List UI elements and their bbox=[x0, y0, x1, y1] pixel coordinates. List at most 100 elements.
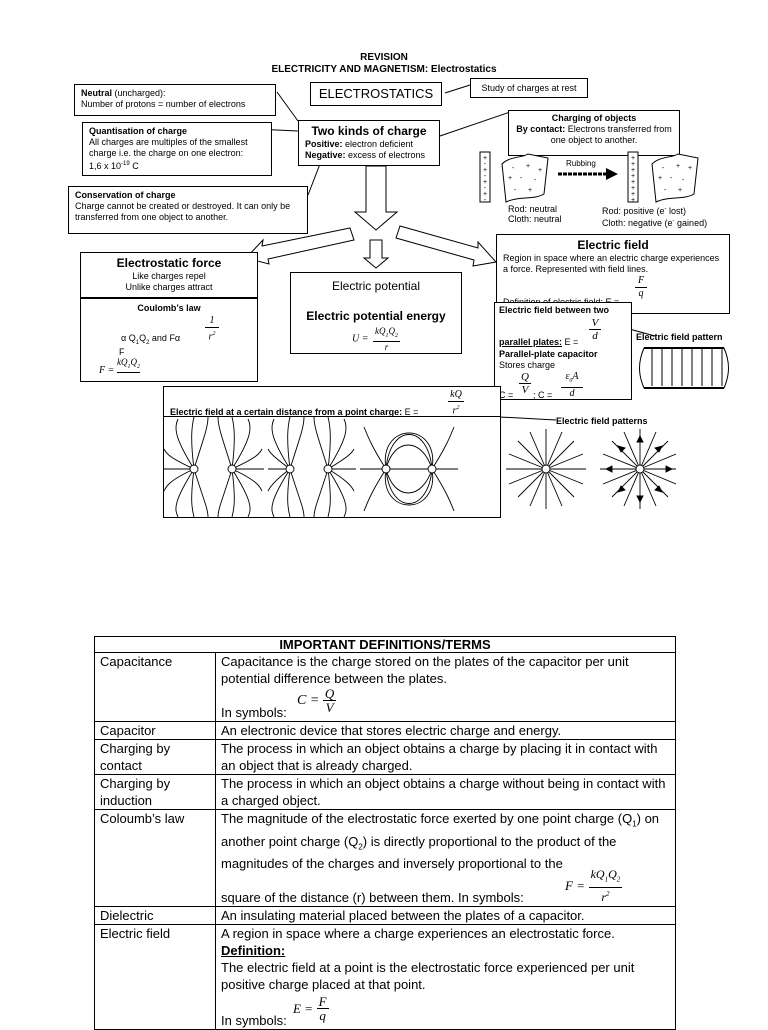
neutral-label: Neutral bbox=[81, 88, 113, 98]
svg-text:+: + bbox=[483, 179, 487, 186]
E-equals: E = bbox=[562, 337, 579, 347]
potential-energy-formula: U = kQ1Q2 r bbox=[352, 326, 400, 352]
electrostatic-force-box: Electrostatic force Like charges repel U… bbox=[80, 252, 258, 298]
rod-positive: Rod: positive (e- lost) bbox=[602, 206, 687, 216]
inverse-r2-fraction: 1 r2 bbox=[205, 315, 219, 343]
negative-text: excess of electrons bbox=[345, 150, 426, 160]
header-line-1: REVISION bbox=[360, 52, 408, 63]
svg-text:+: + bbox=[631, 179, 635, 186]
contact-label: By contact: bbox=[516, 124, 566, 134]
table-row: Electric field A region in space where a… bbox=[94, 924, 676, 1030]
stores-charge: Stores charge bbox=[499, 360, 556, 370]
electrostatics-box: ELECTROSTATICS bbox=[310, 82, 442, 106]
C-equals-2: ; C = bbox=[533, 390, 553, 400]
force-title: Electrostatic force bbox=[116, 256, 222, 270]
definition-electric-field: A region in space where a charge experie… bbox=[215, 924, 676, 1030]
electrostatics-title: ELECTROSTATICS bbox=[318, 86, 434, 101]
svg-text:+: + bbox=[676, 163, 680, 170]
definition-charging-by-contact: The process in which an object obtains a… bbox=[215, 739, 676, 775]
table-heading: IMPORTANT DEFINITIONS/TERMS bbox=[94, 636, 676, 653]
svg-text:-: - bbox=[484, 197, 487, 204]
table-row: Capacitor An electronic device that stor… bbox=[94, 721, 676, 740]
neutral-definition: Number of protons = number of electrons bbox=[81, 99, 246, 109]
parallel-plate-field-diagram bbox=[639, 347, 729, 389]
unlike-charges: Unlike charges attract bbox=[125, 282, 213, 292]
neutral-box: Neutral (uncharged): Number of protons =… bbox=[74, 84, 276, 116]
negative-radial-pattern bbox=[600, 429, 676, 509]
coulomb-proportionality: α Q1Q2 and Fα bbox=[121, 333, 181, 346]
term-charging-by-induction: Charging by induction bbox=[94, 774, 216, 810]
definition-dielectric: An insulating material placed between th… bbox=[215, 906, 676, 926]
electric-potential-box: Electric potential Electric potential en… bbox=[290, 272, 462, 354]
svg-text:-: - bbox=[512, 165, 515, 172]
field-definition-fraction: F q bbox=[635, 275, 647, 300]
coulombs-law-box: Coulomb’s law α Q1Q2 and Fα 1 r2 F F = k… bbox=[80, 298, 258, 382]
svg-text:-: - bbox=[670, 175, 673, 182]
field-patterns-label: Electric field patterns bbox=[556, 416, 648, 426]
svg-text:+: + bbox=[538, 167, 542, 174]
electron-charge-value: 1,6 x 10-19 C bbox=[89, 161, 139, 171]
quantisation-title: Quantisation of charge bbox=[89, 126, 188, 136]
conservation-body: Charge cannot be created or destroyed. I… bbox=[75, 201, 291, 222]
svg-text:+: + bbox=[631, 167, 635, 174]
term-capacitor: Capacitor bbox=[94, 721, 216, 740]
positive-radial-pattern bbox=[506, 429, 586, 509]
svg-text:+: + bbox=[631, 197, 635, 204]
field-pattern-label: Electric field pattern bbox=[636, 332, 723, 342]
eps-A-over-d-fraction: ε0A d bbox=[561, 371, 583, 400]
C-equals: C = bbox=[499, 390, 514, 400]
svg-text:+: + bbox=[508, 175, 512, 182]
svg-text:-: - bbox=[520, 175, 523, 182]
svg-text:+: + bbox=[658, 175, 662, 182]
rubbing-label: Rubbing bbox=[566, 159, 596, 168]
study-note-box: Study of charges at rest bbox=[470, 78, 588, 98]
svg-text:-: - bbox=[682, 177, 685, 184]
svg-text:+: + bbox=[678, 187, 682, 194]
coulomb-F-equals: F = bbox=[99, 365, 115, 376]
term-capacitance: Capacitance bbox=[94, 652, 216, 722]
coulombs-law-title: Coulomb’s law bbox=[137, 303, 201, 313]
svg-text:+: + bbox=[631, 173, 635, 180]
E-equals-point: E = bbox=[402, 407, 419, 417]
definition-coulombs-law: The magnitude of the electrostatic force… bbox=[215, 808, 676, 908]
kQ-over-r2-fraction: kQ r2 bbox=[448, 389, 464, 417]
contact-text: Electrons transferred from one object to… bbox=[550, 124, 672, 145]
two-kinds-box: Two kinds of charge Positive: electron d… bbox=[298, 120, 440, 166]
cloth-negative: Cloth: negative (e- gained) bbox=[602, 218, 708, 228]
dipole-pattern bbox=[360, 426, 458, 512]
potential-title: Electric potential bbox=[331, 279, 421, 293]
table-row: Charging by induction The process in whi… bbox=[94, 774, 676, 810]
field-patterns-panel bbox=[163, 416, 501, 518]
svg-text:+: + bbox=[483, 155, 487, 162]
svg-text:+: + bbox=[528, 187, 532, 194]
term-charging-by-contact: Charging by contact bbox=[94, 739, 216, 775]
svg-text:-: - bbox=[484, 185, 487, 192]
field-between-title: Electric field between two bbox=[499, 305, 610, 315]
electric-field-box: Electric field Region in space where an … bbox=[496, 234, 730, 314]
point-charge-field-box: Electric field at a certain distance fro… bbox=[163, 386, 501, 418]
svg-text:-: - bbox=[534, 177, 537, 184]
charging-title: Charging of objects bbox=[551, 113, 637, 123]
table-row: Coloumb’s law The magnitude of the elect… bbox=[94, 808, 676, 908]
coulomb-numerator: kQ1Q2 bbox=[117, 357, 140, 373]
definition-charging-by-induction: The process in which an object obtains a… bbox=[215, 774, 676, 810]
table-row: Capacitance Capacitance is the charge st… bbox=[94, 652, 676, 722]
table-row: Charging by contact The process in which… bbox=[94, 739, 676, 775]
study-note-text: Study of charges at rest bbox=[481, 83, 577, 93]
svg-text:-: - bbox=[514, 187, 517, 194]
positive-label: Positive: bbox=[305, 139, 343, 149]
definition-capacitance: Capacitance is the charge stored on the … bbox=[215, 652, 676, 722]
negative-label: Negative: bbox=[305, 150, 346, 160]
after-labels: Rod: positive (e- lost) Cloth: negative … bbox=[602, 204, 707, 228]
radial-patterns bbox=[506, 429, 676, 509]
svg-text:-: - bbox=[662, 165, 665, 172]
quantisation-body: All charges are multiples of the smalles… bbox=[89, 137, 248, 158]
svg-text:+: + bbox=[483, 191, 487, 198]
positive-text: electron deficient bbox=[342, 139, 414, 149]
svg-text:+: + bbox=[631, 191, 635, 198]
definition-capacitor: An electronic device that stores electri… bbox=[215, 721, 676, 740]
svg-text:-: - bbox=[484, 161, 487, 168]
term-dielectric: Dielectric bbox=[94, 906, 216, 926]
svg-text:+: + bbox=[631, 155, 635, 162]
parallel-plates-label: parallel plates: bbox=[499, 337, 563, 347]
